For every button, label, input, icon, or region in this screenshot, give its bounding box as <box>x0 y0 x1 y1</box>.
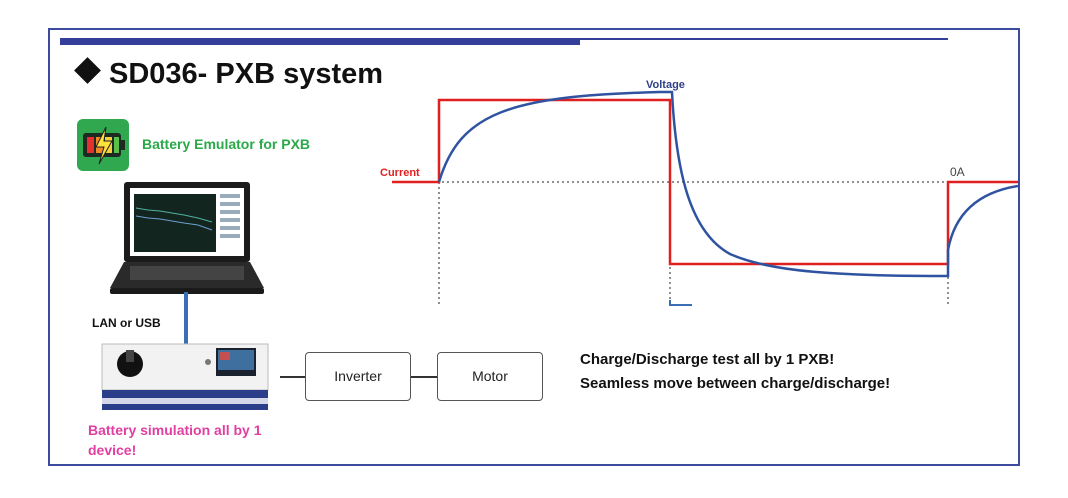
diamond-bullet-icon <box>74 57 101 84</box>
connector-line <box>411 376 437 378</box>
pxb-device-image <box>100 342 272 414</box>
charge-discharge-waveform: Voltage Current 0A <box>380 79 1019 307</box>
note-line-1: Charge/Discharge test all by 1 PXB! <box>580 351 835 368</box>
connection-label: LAN or USB <box>92 316 161 330</box>
app-label: Battery Emulator for PXB <box>142 136 311 152</box>
device-caption: Battery simulation all by 1 device! <box>88 422 262 458</box>
slide-title: SD036- PXB system <box>72 56 383 92</box>
title-text: SD036- PXB system <box>109 58 384 90</box>
zero-amp-label: 0A <box>950 165 965 179</box>
connector-line <box>280 376 305 378</box>
battery-emulator-app-icon <box>77 119 129 171</box>
lan-cable <box>184 292 188 344</box>
header-rule <box>580 38 948 40</box>
notes: Charge/Discharge test all by 1 PXB! Seam… <box>580 348 890 396</box>
header-bar <box>60 38 580 45</box>
note-line-2: Seamless move between charge/discharge! <box>580 375 891 392</box>
current-label: Current <box>380 167 420 179</box>
laptop-image <box>108 178 266 296</box>
inverter-block: Inverter <box>305 352 411 401</box>
motor-block: Motor <box>437 352 543 401</box>
voltage-label: Voltage <box>646 79 685 91</box>
voltage-tick <box>669 300 692 306</box>
voltage-trace <box>437 90 1019 278</box>
current-trace <box>392 98 1018 266</box>
